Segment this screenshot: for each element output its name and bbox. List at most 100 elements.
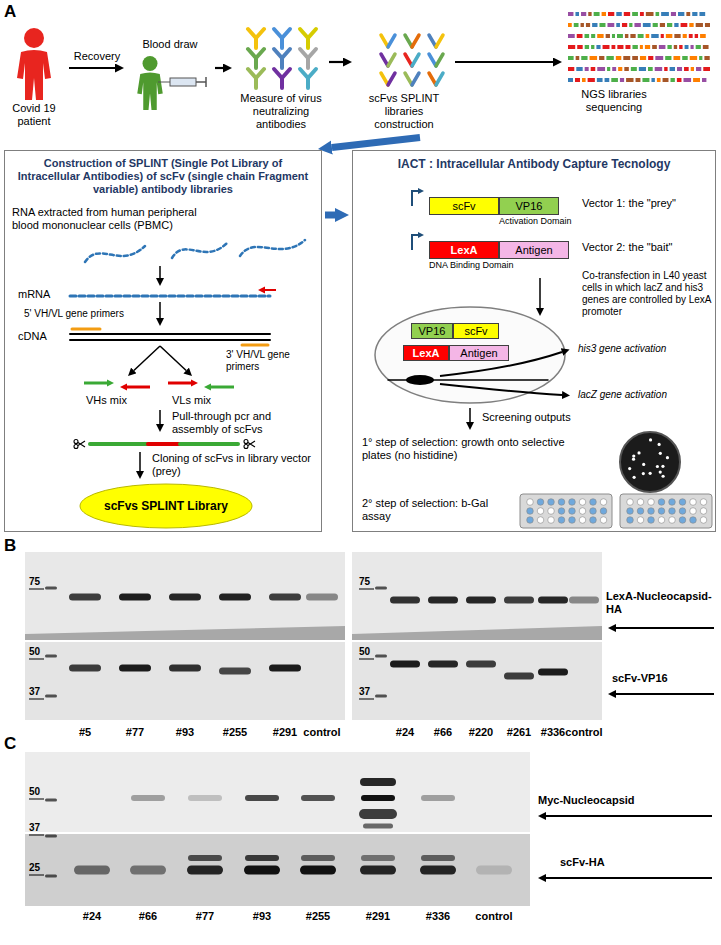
- protein-band: [375, 695, 387, 698]
- sequence-read-mark: [667, 23, 672, 27]
- assay-well: [658, 517, 665, 524]
- assay-well: [590, 508, 597, 515]
- protein-band: [421, 855, 455, 861]
- scfv-icon: [405, 35, 412, 47]
- size-marker: 50: [29, 786, 40, 798]
- sequencing-step: NGS libraries sequencing: [566, 8, 662, 114]
- lane-label: #220: [469, 726, 493, 739]
- flow-arrow: [215, 67, 223, 69]
- marker-tick: [359, 659, 374, 660]
- step-arrow: [159, 302, 161, 318]
- sequence-read-mark: [605, 78, 610, 82]
- sequence-read-mark: [655, 56, 663, 60]
- antibody-icon: [300, 29, 316, 48]
- protein-band: [45, 835, 57, 838]
- assay-well: [548, 508, 555, 515]
- scfv-icon: [405, 54, 412, 66]
- protein-band: [361, 855, 395, 861]
- sequence-read-mark: [568, 67, 574, 71]
- assay-well: [579, 517, 586, 524]
- protein-band: [69, 594, 101, 601]
- sequence-read-mark: [625, 34, 628, 38]
- step-arrow: [159, 410, 161, 424]
- antigen-domain: Antigen: [449, 345, 509, 361]
- sequence-read-mark: [648, 56, 653, 60]
- assay-well: [648, 508, 655, 515]
- yeast-colony: [661, 465, 664, 468]
- scissors-handle: [74, 440, 78, 444]
- protein-band: [219, 668, 251, 675]
- protein-band: [466, 661, 496, 668]
- sequence-read-mark: [585, 45, 589, 49]
- assay-well: [569, 508, 576, 515]
- scfv-icon: [436, 35, 443, 47]
- scissors-handle: [244, 440, 248, 444]
- protein-band: [476, 866, 512, 875]
- protein-band: [428, 661, 458, 668]
- blot-membrane: [352, 642, 602, 720]
- band-pointer: [616, 693, 714, 695]
- assay-well: [679, 508, 686, 515]
- rna-strand: [85, 246, 145, 262]
- sequence-read-mark: [568, 34, 575, 38]
- sequence-read-mark: [679, 45, 682, 49]
- sequence-read-mark: [691, 45, 694, 49]
- step-caption: Blood draw: [128, 38, 212, 51]
- size-marker: 37: [29, 822, 40, 834]
- sequence-read-mark: [696, 67, 701, 71]
- scfv-icon: [412, 73, 419, 85]
- scissors-handle: [74, 445, 78, 449]
- scissors-icon: [74, 440, 85, 449]
- assay-well: [700, 499, 707, 506]
- yeast-colony: [642, 463, 645, 466]
- sequence-read-mark: [630, 34, 635, 38]
- assay-well: [558, 508, 565, 515]
- gene-mix-label: VHs mix: [86, 394, 127, 407]
- lane-label: #255: [306, 910, 330, 923]
- assay-well: [658, 499, 665, 506]
- assay-well: [669, 517, 676, 524]
- blot-membrane: [25, 834, 530, 906]
- yeast-colony: [661, 475, 664, 478]
- sequence-read-mark: [640, 56, 646, 60]
- lane-label: #291: [273, 726, 297, 739]
- assay-well: [700, 508, 707, 515]
- sequence-read-mark: [677, 78, 682, 82]
- sequence-read-mark: [700, 34, 706, 38]
- lane-label: control: [303, 726, 340, 739]
- blot-membrane: [25, 642, 345, 720]
- scfv-icon: [436, 73, 443, 85]
- sequence-read-mark: [670, 67, 675, 71]
- band-label: scFv-HA: [560, 856, 605, 869]
- protein-band: [74, 866, 110, 875]
- protein-band: [244, 866, 280, 875]
- domain-label: Antigen: [499, 241, 569, 259]
- sequence-read-mark: [671, 12, 676, 16]
- sequence-read-mark: [568, 56, 574, 60]
- sequence-read-mark: [699, 56, 702, 60]
- step-note: 1° step of selection: growth onto select…: [362, 436, 592, 462]
- domain-label: LexA: [403, 345, 449, 361]
- protein-band: [360, 778, 396, 786]
- sequence-read-mark: [568, 78, 573, 82]
- sequence-read-mark: [663, 78, 669, 82]
- gene-fragment-arrow: [168, 382, 191, 385]
- yeast-colony: [649, 438, 652, 441]
- syringe-icon: [158, 77, 206, 87]
- antibody-icon: [274, 69, 290, 88]
- protein-band: [119, 665, 151, 672]
- domain-caption: DNA Binding Domain: [429, 260, 514, 271]
- step-arrow: [539, 278, 541, 308]
- sequence-read-mark: [606, 34, 610, 38]
- step-note: Screening outputs: [482, 411, 571, 424]
- scfv-icon: [429, 73, 436, 85]
- marker-tick: [29, 835, 44, 836]
- sequence-read-mark: [591, 45, 594, 49]
- sequence-read-mark: [692, 12, 697, 16]
- yeast-colony: [633, 476, 636, 479]
- band-pointer: [546, 815, 712, 817]
- assay-well: [679, 499, 686, 506]
- assay-well: [627, 517, 634, 524]
- assay-well: [548, 499, 555, 506]
- protein-band: [245, 795, 279, 801]
